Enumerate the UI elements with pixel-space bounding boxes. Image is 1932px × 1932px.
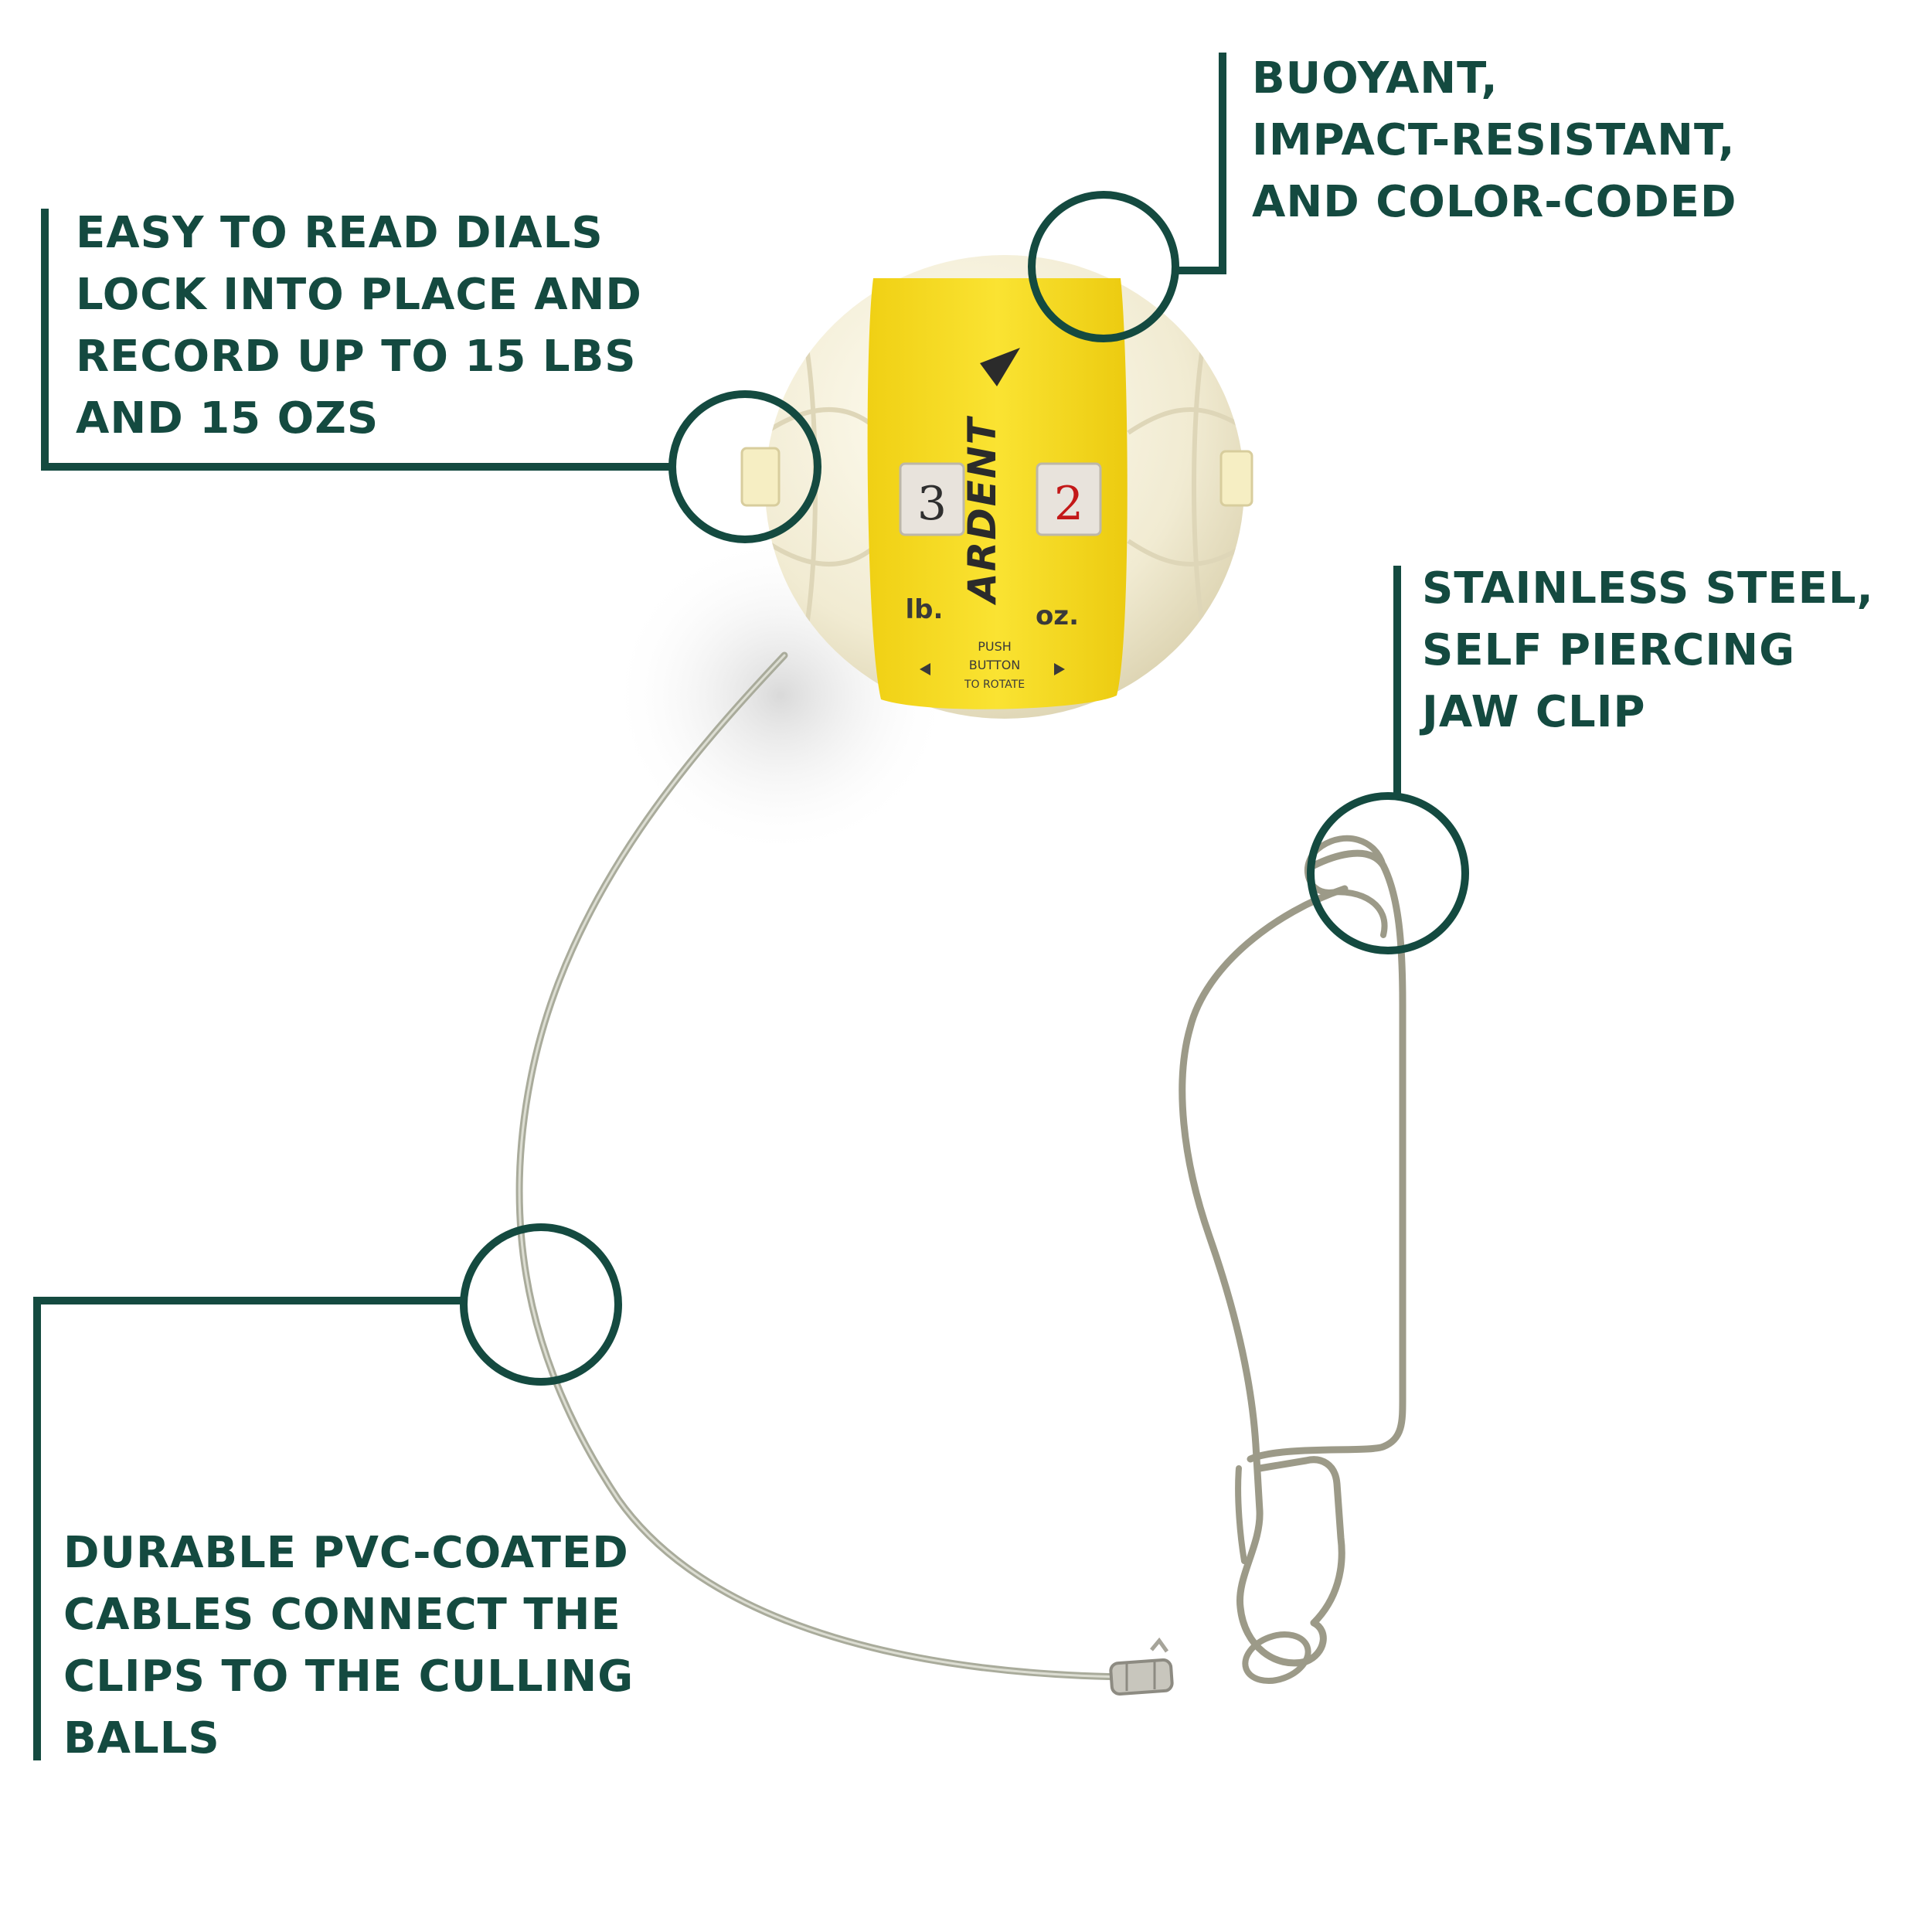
push-text-line-2: BUTTON — [969, 658, 1021, 672]
lb-dial-value: 3 — [917, 477, 947, 531]
right-arrow-icon — [1054, 663, 1065, 675]
jaw-clip — [1179, 835, 1406, 1684]
left-dial-tab — [740, 447, 781, 507]
push-text-line-3: TO ROTATE — [964, 679, 1025, 691]
dials-leader-line — [41, 209, 672, 471]
steel-callout-circle — [1307, 792, 1469, 954]
brand-wordmark: ARDENT — [960, 415, 1005, 606]
crimp-sleeve — [1109, 1637, 1174, 1696]
right-dial-tab — [1219, 450, 1253, 507]
push-text-line-1: PUSH — [978, 639, 1012, 654]
oz-label: oz. — [1036, 600, 1079, 631]
lb-label: lb. — [906, 594, 944, 625]
cable-leader-line — [33, 1297, 464, 1760]
brand-logo-star — [980, 348, 1020, 386]
dials-callout-circle — [668, 390, 821, 543]
buoyant-leader-line — [1176, 53, 1226, 274]
pvc-cable-highlight — [518, 654, 1145, 1679]
steel-clip-callout-text: STAINLESS STEEL, SELF PIERCING JAW CLIP — [1422, 563, 1874, 737]
left-arrow-icon — [920, 663, 930, 675]
cable-callout-text: DURABLE PVC-COATED CABLES CONNECT THE CL… — [63, 1528, 634, 1764]
lb-dial-window — [899, 462, 965, 536]
buoyant-callout-text: BUOYANT, IMPACT-RESISTANT, AND COLOR-COD… — [1252, 53, 1737, 227]
oz-dial-value: 2 — [1054, 477, 1083, 531]
culling-ball: 3 2 ARDENT lb. oz. PUSH BUTTON TO ROTATE — [740, 255, 1253, 719]
buoyant-callout-circle — [1028, 191, 1179, 342]
color-code-band — [867, 278, 1128, 709]
cable-callout-circle — [460, 1223, 622, 1386]
dials-callout-text: EASY TO READ DIALS LOCK INTO PLACE AND R… — [76, 208, 642, 444]
oz-dial-window — [1036, 462, 1102, 536]
